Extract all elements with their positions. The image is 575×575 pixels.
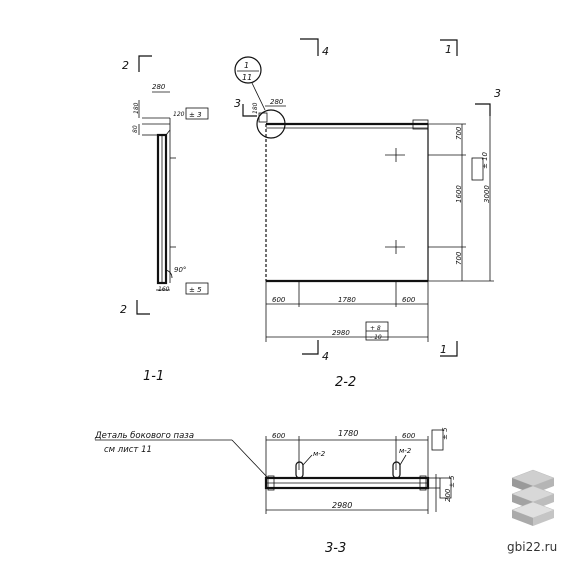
dim-1780-front: 1780 [338, 296, 356, 304]
note-leader [231, 439, 269, 479]
dim-280-front: 280 [270, 98, 284, 106]
view-1-1: 280 180 120 ± 3 80 90° 160 ± 5 1-1 [132, 83, 209, 384]
dim-280-side: 280 [152, 83, 166, 91]
lifting-loop-right [392, 461, 401, 479]
cut-4-bottom-mark [302, 340, 319, 355]
watermark: gbi22.ru [507, 469, 557, 554]
tol-box-200-plan [439, 477, 452, 499]
dim-700-top: 700 [455, 126, 463, 140]
tol-box-top-plan [431, 429, 444, 451]
cut-2-top-mark [138, 55, 152, 72]
lifting-loop-left [295, 461, 304, 479]
dim-1600: 1600 [455, 185, 463, 203]
detail-callout: 1 11 [234, 56, 286, 139]
tol-right: ± 10 [481, 151, 489, 169]
cut-markers: 2 2 4 4 1 1 3 3 [120, 38, 501, 363]
view-3-3: Деталь бокового паза см лист 11 600 1780… [94, 427, 456, 556]
cut-2-bottom-mark [136, 300, 150, 315]
cut-4-bottom-label: 4 [322, 350, 329, 363]
cut-3-right-label: 3 [494, 87, 501, 100]
side-groove-left [267, 475, 275, 491]
cut-2-top-label: 2 [122, 59, 129, 72]
dim-180-front: 180 [252, 102, 259, 114]
watermark-text: gbi22.ru [507, 540, 557, 554]
top-right-groove [412, 119, 429, 130]
section-label-2-2: 2-2 [335, 375, 356, 390]
tol-box-right [471, 157, 484, 181]
tol-200-plan: ± 5 [448, 475, 456, 488]
note-line-1: Деталь бокового паза [94, 431, 194, 441]
tol-plus-front: + 8 [370, 325, 381, 332]
cut-1-top-mark [440, 39, 458, 56]
cut-1-bottom-mark [440, 341, 458, 357]
dim-700-bottom: 700 [455, 251, 463, 265]
tol-bottom-side: ± 5 [189, 286, 202, 294]
cut-3-right-mark [475, 103, 491, 116]
loop-label-right: м-2 [399, 447, 412, 455]
section-label-3-3: 3-3 [325, 541, 346, 556]
tol-box-top-side [185, 107, 209, 120]
cut-3-left-mark [242, 104, 257, 117]
dim-2980-front: 2980 [332, 329, 350, 337]
callout-top: 1 [244, 61, 249, 70]
side-groove-right [419, 475, 427, 491]
dim-600-right-front: 600 [402, 296, 416, 304]
stacked-slabs-icon [511, 469, 555, 526]
dim-180-side: 180 [133, 102, 140, 114]
callout-leader [251, 82, 266, 111]
cut-3-left-label: 3 [234, 97, 241, 110]
dim-120-side: 120 [173, 111, 185, 118]
dim-1780-plan: 1780 [338, 429, 358, 438]
cut-4-top-mark [300, 38, 319, 56]
cut-4-top-label: 4 [322, 45, 329, 58]
cut-2-bottom-label: 2 [120, 303, 127, 316]
callout-circle [234, 56, 262, 84]
dim-2980-plan: 2980 [332, 501, 352, 510]
tol-top-side: ± 3 [189, 111, 202, 119]
dim-160-side: 160 [158, 286, 170, 293]
dim-3000: 3000 [483, 185, 491, 203]
note-line-2: см лист 11 [104, 445, 152, 455]
loop-label-left: м-2 [313, 450, 326, 458]
section-label-1-1: 1-1 [143, 369, 164, 384]
dim-600-right-plan: 600 [402, 432, 416, 440]
callout-bottom: 11 [242, 73, 252, 82]
tol-top-plan: ± 5 [441, 427, 449, 440]
tol-box-bottom-side [185, 282, 209, 295]
cut-1-top-label: 1 [445, 43, 452, 56]
dim-600-left-front: 600 [272, 296, 286, 304]
dim-80-side: 80 [132, 125, 139, 133]
view-2-2: 280 180 700 1600 700 3000 ± 10 600 1780 … [252, 98, 494, 390]
tol-minus-front: - 10 [370, 334, 382, 341]
dim-600-left-plan: 600 [272, 432, 286, 440]
cut-1-bottom-label: 1 [440, 343, 447, 356]
angle-label: 90° [174, 266, 186, 274]
dim-200-plan: 200 [444, 488, 452, 502]
